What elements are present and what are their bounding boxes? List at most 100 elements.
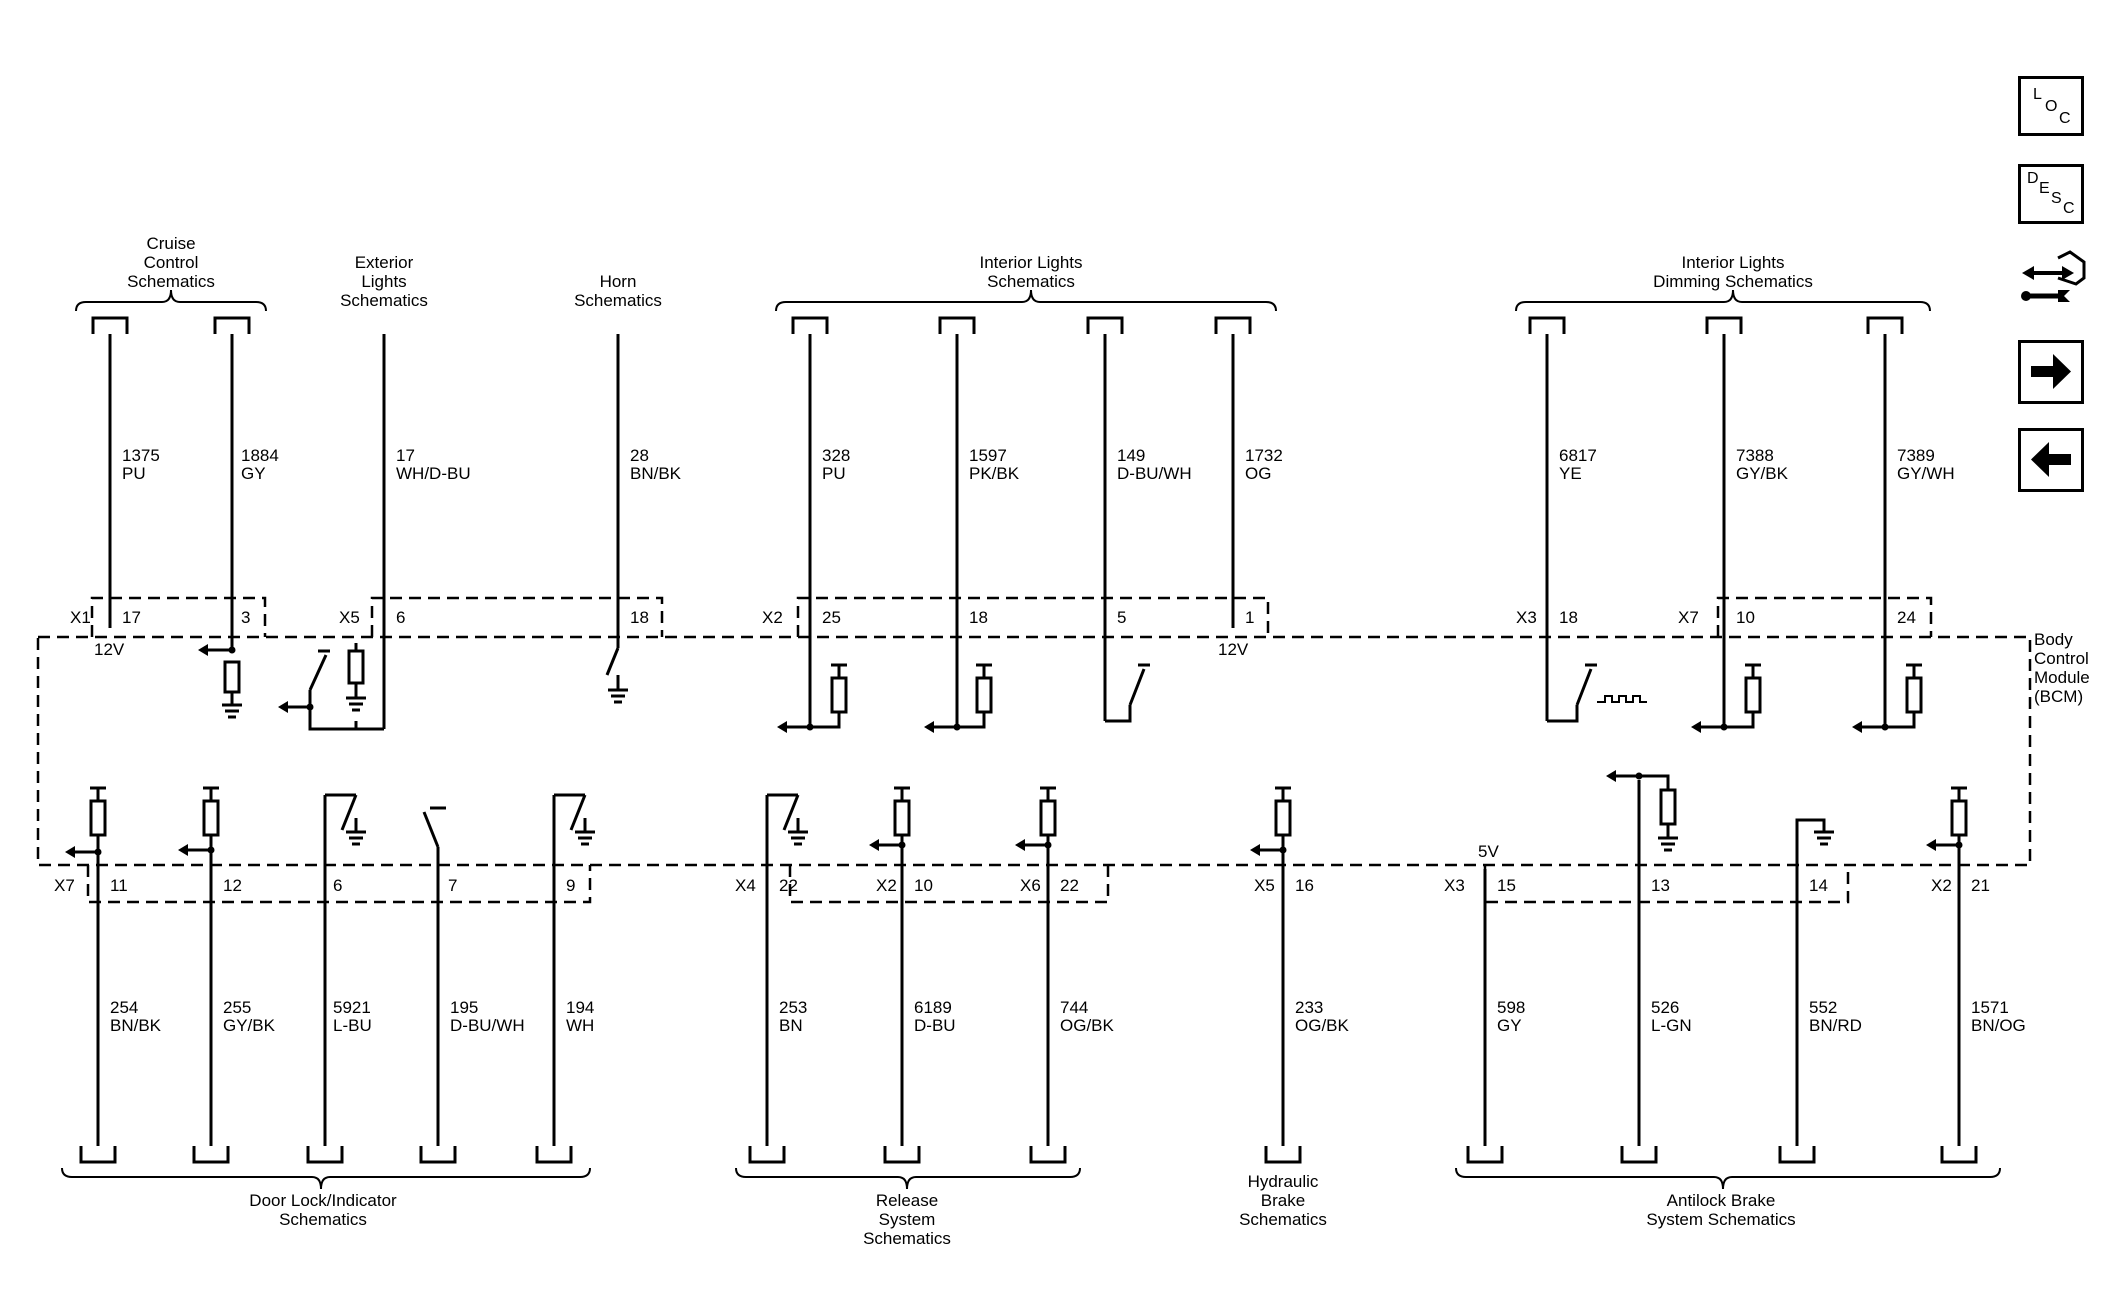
hydraulic-label-3: Schematics [1239,1210,1327,1229]
wire-circuit: 6189 [914,998,952,1017]
pin-number: 1 [1245,608,1254,627]
connector-x2: X2 [1931,876,1952,895]
cruise-label-1: Cruise [146,234,195,253]
pin-number: 18 [1559,608,1578,627]
connector-x3: X3 [1516,608,1537,627]
pin-number: 16 [1295,876,1314,895]
wire-circuit: 17 [396,446,415,465]
pin-number: 10 [1736,608,1755,627]
next-button[interactable] [2018,340,2084,404]
wire-circuit: 255 [223,998,251,1017]
desc-letter-e: E [2039,180,2050,197]
wire-color: GY [1497,1016,1522,1035]
wire-color: D-BU/WH [1117,464,1192,483]
wire-circuit: 7388 [1736,446,1774,465]
wire-color: L-GN [1651,1016,1692,1035]
wire-circuit: 1375 [122,446,160,465]
top-wires [108,334,1887,729]
horn-label-1: Horn [600,272,637,291]
exterior-label-3: Schematics [340,291,428,310]
release-label-3: Schematics [863,1229,951,1248]
wire-circuit: 7389 [1897,446,1935,465]
pin-number: 10 [914,876,933,895]
bcm-label: Body Control Module (BCM) [2034,630,2090,706]
wire-circuit: 1571 [1971,998,2009,1017]
pin-number: 3 [241,608,250,627]
bottom-pin-numbers: 11 12 6 7 9 22 10 22 16 15 13 14 21 [110,876,1990,895]
wire-color: GY/BK [223,1016,276,1035]
voltage-12v: 12V [94,640,125,659]
exterior-label-2: Lights [361,272,406,291]
wire-circuit: 28 [630,446,649,465]
wire-color: YE [1559,464,1582,483]
bcm-label-3: Module [2034,668,2090,687]
pin-number: 22 [1060,876,1079,895]
wire-color: OG [1245,464,1271,483]
bottom-wire-labels: 254 BN/BK 255 GY/BK 5921 L-BU 195 D-BU/W… [110,998,2026,1035]
loc-button[interactable]: L O C [2018,76,2084,136]
exterior-label-1: Exterior [355,253,414,272]
antilock-label-1: Antilock Brake [1667,1191,1776,1210]
wire-color: PU [822,464,846,483]
bottom-connector-blocks [79,1146,1978,1164]
pin-number: 14 [1809,876,1828,895]
wire-circuit: 1732 [1245,446,1283,465]
pin-number: 22 [779,876,798,895]
top-group-labels: Cruise Control Schematics Exterior Light… [127,234,1813,310]
top-brackets [75,289,1931,312]
wire-color: WH/D-BU [396,464,471,483]
previous-button[interactable] [2018,428,2084,492]
bottom-connector-ids: X7 X4 X2 X6 X5 X3 X2 [54,876,1952,895]
top-connector-blocks [91,316,1904,334]
desc-letter-d: D [2027,170,2039,187]
horn-label-2: Schematics [574,291,662,310]
arrow-left-icon [2031,442,2071,477]
bcm-label-4: (BCM) [2034,687,2083,706]
top-connector-ids: X1 X5 X2 X3 X7 [70,608,1699,627]
connector-x3: X3 [1444,876,1465,895]
cruise-label-3: Schematics [127,272,215,291]
pin-number: 25 [822,608,841,627]
antilock-label-2: System Schematics [1646,1210,1795,1229]
wire-circuit: 5921 [333,998,371,1017]
release-label-1: Release [876,1191,938,1210]
pin-number: 6 [333,876,342,895]
wire-circuit: 328 [822,446,850,465]
interior-label-2: Schematics [987,272,1075,291]
pin-number: 11 [110,876,128,895]
pin-number: 18 [630,608,649,627]
pin-number: 15 [1497,876,1516,895]
connector-x6: X6 [1020,876,1041,895]
voltage-5v: 5V [1478,842,1499,861]
pin-number: 24 [1897,608,1916,627]
connector-x4: X4 [735,876,756,895]
wire-circuit: 149 [1117,446,1145,465]
bcm-outline [36,596,2032,904]
connector-x5: X5 [339,608,360,627]
hydraulic-label-1: Hydraulic [1248,1172,1319,1191]
pin-number: 18 [969,608,988,627]
pin-number: 9 [566,876,575,895]
pin-number: 21 [1971,876,1990,895]
wire-color: PK/BK [969,464,1020,483]
connector-end-view-button[interactable] [2018,248,2088,318]
desc-button[interactable]: D E S C [2018,164,2084,224]
connector-x2: X2 [876,876,897,895]
cruise-label-2: Control [144,253,199,272]
wire-color: OG/BK [1295,1016,1350,1035]
interior-label-1: Interior Lights [980,253,1083,272]
pin-number: 13 [1651,876,1670,895]
bcm-label-2: Control [2034,649,2089,668]
connector-x7: X7 [54,876,75,895]
wire-circuit: 552 [1809,998,1837,1017]
wire-color: BN/OG [1971,1016,2026,1035]
voltage-labels: 12V 12V 5V [94,640,1499,861]
desc-letter-c: C [2063,200,2075,217]
connector-x1: X1 [70,608,91,627]
bottom-wires [96,780,1961,1146]
wire-circuit: 598 [1497,998,1525,1017]
dimming-label-1: Interior Lights [1682,253,1785,272]
release-label-2: System [879,1210,936,1229]
pin-number: 6 [396,608,405,627]
